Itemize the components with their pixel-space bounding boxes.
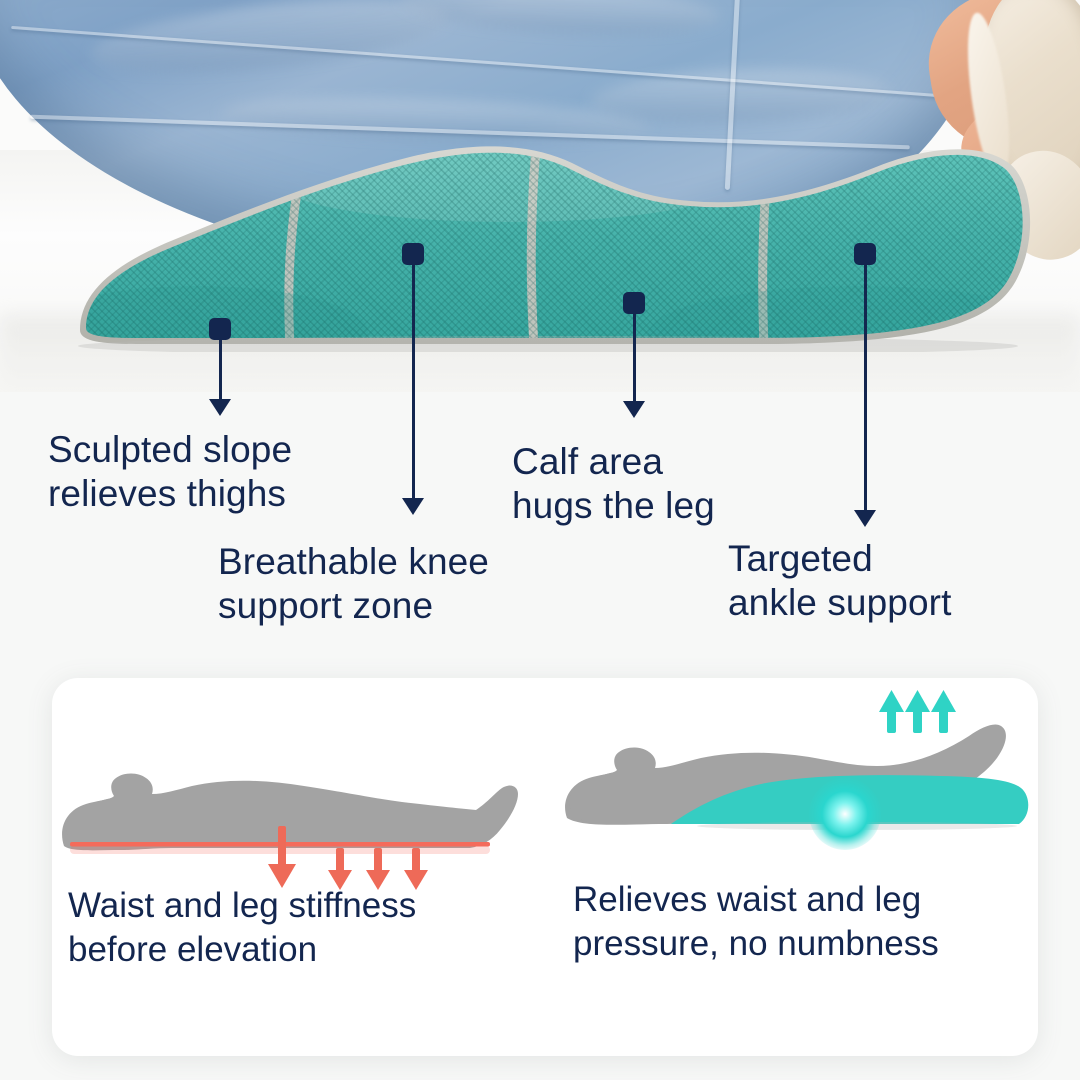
figure-before-elevation (62, 773, 519, 890)
callout-arrow-icon (623, 401, 645, 418)
pillow-teal-cover (86, 152, 1023, 338)
callout-layer: Sculpted slope relieves thighs Breathabl… (48, 243, 952, 626)
callout-stem-line (412, 254, 415, 500)
body-silhouette-elevated (565, 724, 1006, 825)
relief-arrow (905, 690, 930, 733)
callout-label-calf-area: Calf area hugs the leg (512, 441, 715, 526)
comparison-card: Waist and leg stiffness before elevation (52, 678, 1038, 1056)
relief-arrows-up (879, 690, 956, 733)
body-silhouette-flat (62, 773, 519, 851)
relief-arrow (931, 690, 956, 733)
callout-label-targeted-ankle: Targeted ankle support (728, 538, 952, 623)
callout-arrow-icon (402, 498, 424, 515)
callout-stem-line (633, 303, 636, 403)
pillow-shape (78, 146, 1031, 352)
waist-relief-glow-icon (809, 778, 881, 850)
relief-arrow (879, 690, 904, 733)
callout-arrow-icon (209, 399, 231, 416)
pressure-arrow-small (366, 848, 390, 890)
callout-stem-line (864, 254, 867, 512)
caption-after: Relieves waist and leg pressure, no numb… (573, 880, 939, 963)
callout-label-breathable-knee: Breathable knee support zone (218, 541, 489, 626)
pressure-arrow-small (328, 848, 352, 890)
callout-label-sculpted-slope: Sculpted slope relieves thighs (48, 429, 293, 514)
comparison-panel-before: Waist and leg stiffness before elevation (52, 678, 572, 1056)
callout-arrow-icon (854, 510, 876, 527)
pressure-arrows-down (268, 826, 428, 890)
callout-stem-line (219, 329, 222, 401)
figure-after-elevation (565, 690, 1029, 830)
comparison-panel-after: Relieves waist and leg pressure, no numb… (557, 678, 1037, 1056)
pressure-arrow-small (404, 848, 428, 890)
caption-before: Waist and leg stiffness before elevation (68, 886, 417, 969)
pressure-arrow-large (268, 826, 296, 888)
